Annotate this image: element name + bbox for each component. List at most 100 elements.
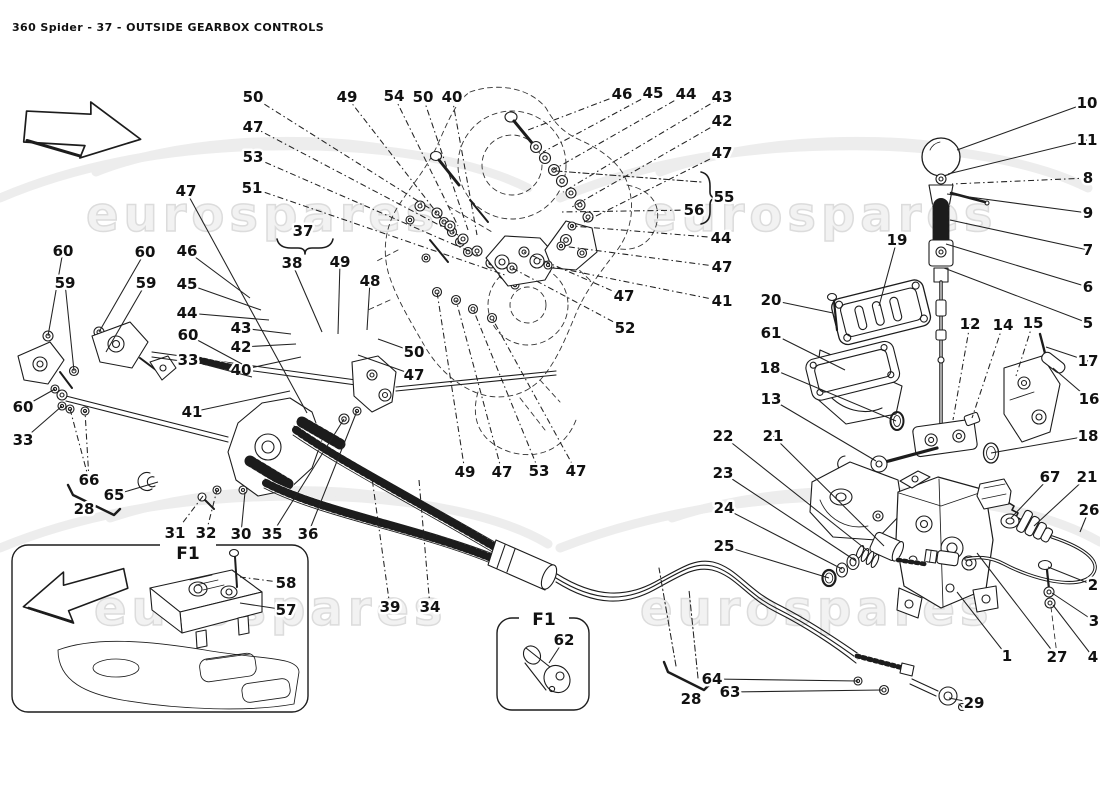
inset-arrow (22, 567, 129, 624)
leader-line-66 (69, 408, 90, 481)
leader-line-53 (252, 156, 479, 256)
leader-line-1 (956, 591, 1008, 657)
part-label-47: 47 (712, 144, 733, 162)
leader-line-47 (491, 317, 577, 472)
leader-line-65 (113, 481, 159, 496)
part-label-14: 14 (993, 316, 1014, 334)
leader-line-48 (366, 280, 371, 331)
part-label-44: 44 (711, 229, 732, 247)
leader-line-34 (418, 479, 431, 608)
leader-line-47 (583, 152, 723, 223)
leader-line-31 (174, 495, 204, 534)
leader-line-54 (393, 95, 459, 227)
selector-housing (809, 461, 1097, 656)
part-label-49: 49 (337, 88, 358, 106)
leader-line-44 (186, 312, 270, 321)
leader-line-49 (337, 261, 341, 335)
part-label-22: 22 (713, 427, 734, 445)
part-label-50: 50 (413, 88, 434, 106)
leader-line-36 (307, 410, 358, 535)
part-label-38: 38 (282, 254, 303, 272)
leader-line-11 (947, 139, 1088, 175)
part-label-53: 53 (529, 462, 550, 480)
part-label-33: 33 (13, 431, 34, 449)
part-label-47: 47 (614, 287, 635, 305)
leader-line-63 (729, 689, 883, 693)
leader-line-29 (948, 697, 975, 704)
part-label-44: 44 (676, 85, 697, 103)
relay-bracket (338, 355, 557, 425)
part-label-12: 12 (960, 315, 981, 333)
part-label-28: 28 (74, 500, 95, 518)
leader-line-64 (711, 678, 859, 682)
part-label-17: 17 (1078, 352, 1099, 370)
leader-line-47 (357, 354, 415, 376)
engine-phantom-outline (367, 86, 659, 456)
leader-line-57 (239, 602, 287, 611)
leader-line-40 (240, 356, 302, 371)
leader-line-8 (951, 177, 1089, 185)
part-label-46: 46 (177, 242, 198, 260)
pivot-pin (883, 446, 939, 464)
lever-knuckle (912, 418, 978, 458)
leader-line-33 (22, 405, 63, 441)
leader-line-45 (186, 283, 262, 311)
leader-line-7 (949, 219, 1089, 251)
leader-line-10 (956, 102, 1088, 151)
part-label-47: 47 (566, 462, 587, 480)
part-label-47: 47 (243, 118, 264, 136)
inset-console (11, 537, 309, 713)
leader-line-49 (346, 96, 445, 223)
leader-line-9 (946, 193, 1089, 214)
leader-line-60 (98, 251, 146, 333)
retainer-clip-65 (137, 471, 153, 492)
part-label-41: 41 (182, 403, 203, 421)
part-label-59: 59 (55, 274, 76, 292)
part-label-51: 51 (242, 179, 263, 197)
part-label-46: 46 (612, 85, 633, 103)
leader-line-50 (252, 96, 438, 214)
bracket-28-bottom (662, 660, 712, 692)
part-label-21: 21 (1077, 468, 1098, 486)
part-label-24: 24 (714, 499, 735, 517)
part-label-18: 18 (1078, 427, 1099, 445)
leader-line-19 (878, 239, 898, 307)
leader-line-45 (542, 92, 654, 153)
leader-line-18 (769, 367, 897, 422)
part-label-36: 36 (298, 525, 319, 543)
part-label-28: 28 (681, 690, 702, 708)
part-label-41: 41 (712, 292, 733, 310)
washer-row-lower (431, 286, 498, 324)
brace-55 (700, 171, 718, 225)
part-label-56: 56 (684, 201, 705, 219)
part-label-25: 25 (714, 537, 735, 555)
leader-line-32 (205, 489, 218, 534)
switch-plate (149, 548, 263, 649)
leader-line-33 (187, 359, 253, 378)
part-label-54: 54 (384, 87, 405, 105)
part-label-47: 47 (712, 258, 733, 276)
cable-boot (1016, 509, 1054, 543)
part-label-39: 39 (380, 598, 401, 616)
part-label-49: 49 (330, 253, 351, 271)
leader-line-42 (571, 120, 723, 208)
leader-line-46 (186, 250, 251, 299)
leader-line-62 (548, 639, 565, 664)
leader-line-43 (562, 96, 723, 193)
leader-line-44 (552, 93, 687, 171)
leader-line-24 (723, 507, 843, 570)
part-label-60: 60 (53, 242, 74, 260)
leader-line-56 (559, 209, 695, 213)
part-label-23: 23 (713, 464, 734, 482)
part-label-11: 11 (1077, 131, 1098, 149)
leader-line-14 (971, 324, 1004, 419)
leader-line-61 (770, 332, 846, 371)
part-label-4: 4 (1088, 648, 1098, 666)
part-label-63: 63 (720, 683, 741, 701)
braces (66, 170, 718, 692)
leader-line-13 (770, 398, 877, 462)
part-label-53: 53 (243, 148, 264, 166)
leader-line-21 (1033, 476, 1088, 527)
leader-line-49 (436, 291, 466, 473)
